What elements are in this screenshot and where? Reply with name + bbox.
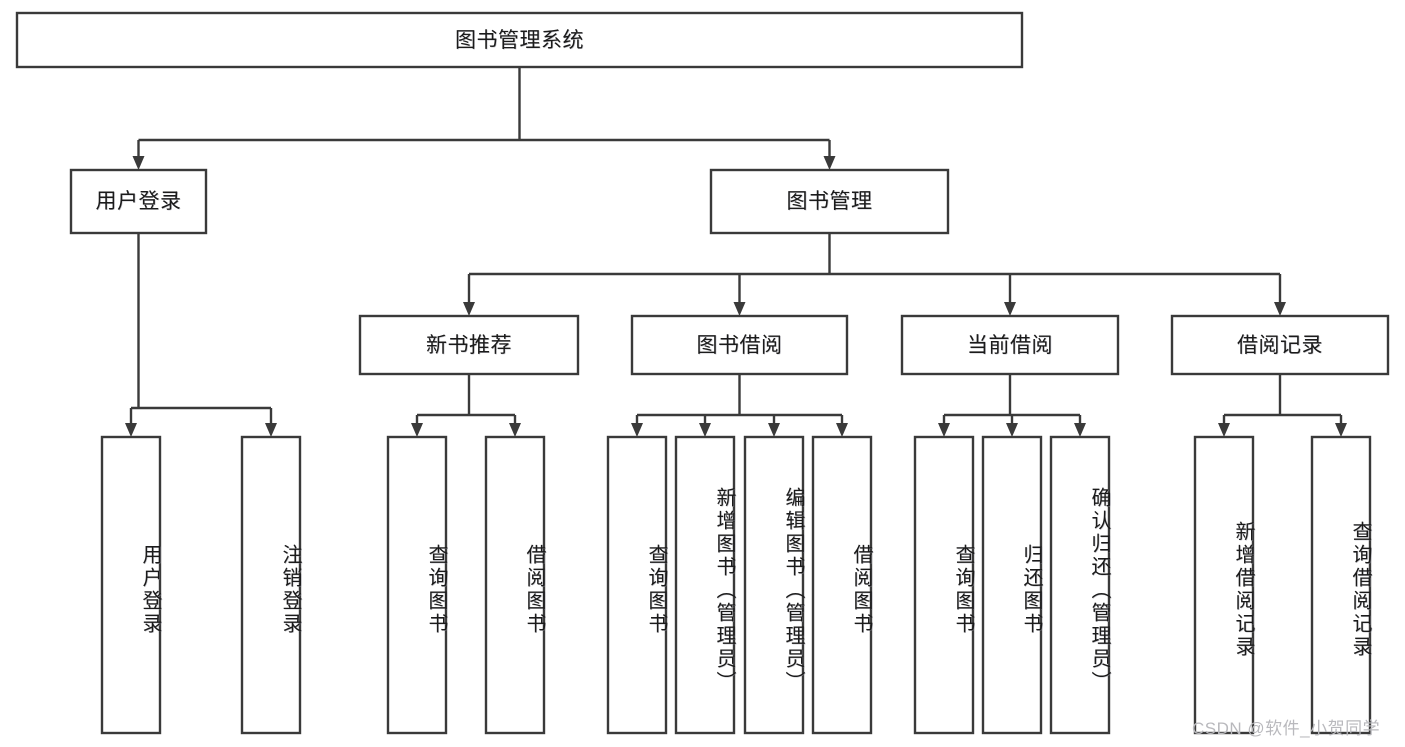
node-leaf-1[interactable] <box>240 435 302 735</box>
node-leaf-3[interactable] <box>484 435 546 735</box>
arrow-head-icon <box>1074 423 1086 437</box>
node-leaf-7[interactable] <box>811 435 873 735</box>
arrow-head-icon <box>733 302 746 316</box>
node-level2-1[interactable] <box>709 168 950 235</box>
arrow-head-icon <box>938 423 950 437</box>
arrow-head-icon <box>631 423 643 437</box>
arrow-head-icon <box>411 423 423 437</box>
node-level3-2[interactable] <box>900 314 1120 376</box>
arrow-head-icon <box>1006 423 1018 437</box>
node-level3-1[interactable] <box>630 314 849 376</box>
node-level3-0[interactable] <box>358 314 580 376</box>
node-level3-3[interactable] <box>1170 314 1390 376</box>
arrow-head-icon <box>823 156 836 170</box>
node-leaf-6[interactable] <box>743 435 805 735</box>
node-leaf-8[interactable] <box>913 435 975 735</box>
arrow-head-icon <box>132 156 145 170</box>
node-leaf-12[interactable] <box>1310 435 1372 735</box>
node-leaf-5[interactable] <box>674 435 736 735</box>
arrow-head-icon <box>509 423 521 437</box>
node-leaf-0[interactable] <box>100 435 162 735</box>
node-leaf-11[interactable] <box>1193 435 1255 735</box>
node-root[interactable] <box>15 11 1024 69</box>
node-leaf-4[interactable] <box>606 435 668 735</box>
arrow-head-icon <box>1004 302 1016 316</box>
node-leaf-10[interactable] <box>1049 435 1111 735</box>
arrow-head-icon <box>125 423 137 437</box>
arrow-head-icon <box>768 423 780 437</box>
arrow-head-icon <box>1274 302 1286 316</box>
node-level2-0[interactable] <box>69 168 208 235</box>
node-leaf-2[interactable] <box>386 435 448 735</box>
connectors-layer <box>125 67 1347 437</box>
arrow-head-icon <box>265 423 277 437</box>
node-leaf-9[interactable] <box>981 435 1043 735</box>
arrow-head-icon <box>1218 423 1230 437</box>
arrow-head-icon <box>463 302 475 316</box>
arrow-head-icon <box>699 423 711 437</box>
arrow-head-icon <box>1335 423 1347 437</box>
node-boxes-layer <box>15 11 1390 735</box>
arrow-head-icon <box>836 423 848 437</box>
